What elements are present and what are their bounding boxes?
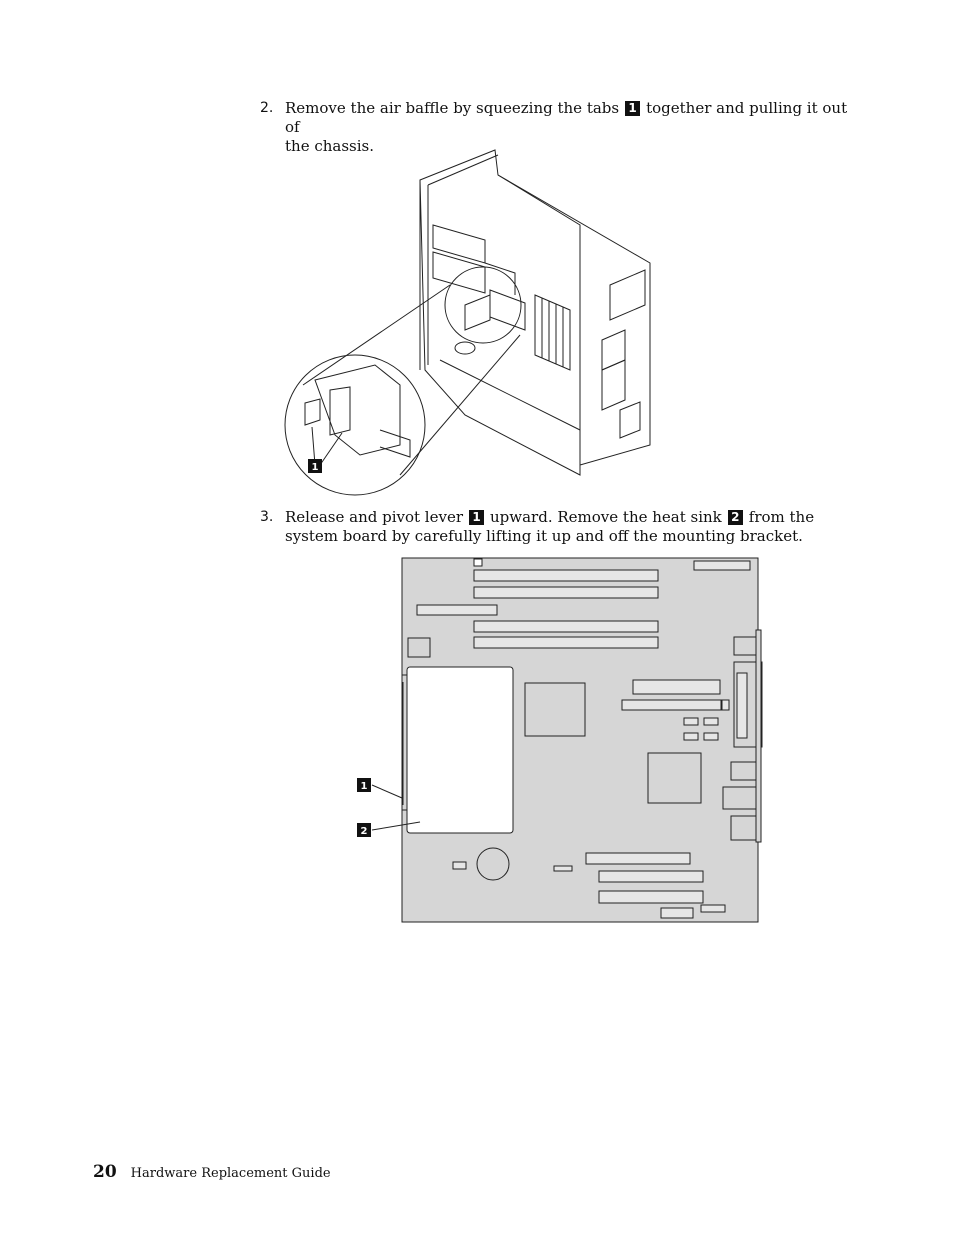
callout-badge: 1 (469, 510, 485, 525)
page-number: 20 (93, 1162, 117, 1182)
document-title: Hardware Replacement Guide (130, 1166, 331, 1181)
callout-badge: 1 (625, 101, 641, 116)
step-text: system board by carefully lifting it up … (285, 527, 803, 545)
step-number: 3. (260, 509, 274, 525)
callout-badge: 2 (727, 510, 743, 525)
system-board-illustration: 1 2 (357, 557, 763, 923)
step-text: from the (748, 508, 815, 526)
callout-label: 2 (361, 826, 368, 837)
callout-badge (357, 823, 371, 837)
step-3: 3. Release and pivot lever 1 upward. Remov… (260, 508, 850, 548)
callout-badge (357, 778, 371, 792)
step-text: the chassis. (285, 137, 374, 155)
step-2: 2. Remove the air baffle by squeezing th… (260, 99, 850, 155)
callout-label: 1 (361, 781, 368, 792)
chassis-air-baffle-illustration: 1 (284, 149, 651, 496)
step-text: Remove the air baffle by squeezing the t… (285, 99, 620, 117)
step-number: 2. (260, 100, 274, 116)
step-text: upward. Remove the heat sink (490, 508, 722, 526)
callout-label: 1 (312, 462, 319, 473)
page-footer: 20 Hardware Replacement Guide (93, 1162, 331, 1182)
callout-badge (308, 459, 322, 473)
step-text: Release and pivot lever (285, 508, 464, 526)
step-text: together and pulling it out of (285, 99, 848, 136)
